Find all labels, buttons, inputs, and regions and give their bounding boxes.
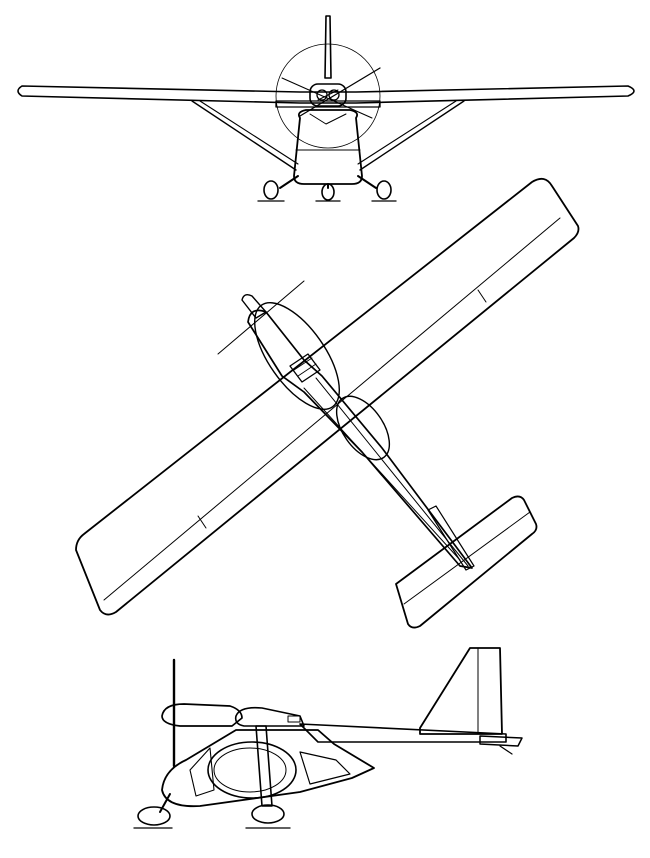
front-wing-strut bbox=[359, 100, 465, 171]
side-canopy-vent bbox=[287, 715, 301, 723]
front-windshield bbox=[309, 113, 347, 125]
front-wheel-left bbox=[263, 180, 279, 200]
front-view bbox=[17, 15, 635, 202]
front-gear-leg-right bbox=[357, 175, 377, 189]
side-cabin-panel bbox=[189, 747, 215, 797]
top-cockpit-frame bbox=[289, 353, 321, 383]
front-wheel-right bbox=[376, 180, 392, 200]
front-propeller-blade bbox=[281, 77, 373, 119]
top-cockpit-line bbox=[297, 363, 317, 377]
side-engine-pod bbox=[161, 703, 243, 727]
top-horizontal-tail bbox=[395, 495, 538, 629]
side-view bbox=[133, 647, 523, 829]
top-cockpit-line bbox=[293, 357, 313, 371]
top-propeller-line bbox=[217, 280, 305, 355]
side-wheel-main bbox=[251, 804, 285, 824]
side-window-inner bbox=[213, 747, 287, 793]
top-fin bbox=[427, 505, 475, 571]
side-tail-boom bbox=[299, 723, 507, 743]
front-vertical-fin bbox=[324, 15, 332, 79]
front-engine bbox=[309, 83, 347, 107]
top-wing bbox=[75, 177, 580, 616]
top-cabin-rear bbox=[335, 395, 391, 461]
top-wing-flap-divider bbox=[197, 515, 207, 529]
top-tail-boom bbox=[315, 377, 469, 567]
side-tail-skid bbox=[499, 745, 513, 755]
front-wing bbox=[17, 85, 635, 104]
top-view bbox=[75, 177, 580, 629]
top-engine-nose bbox=[241, 293, 267, 319]
front-wing-strut bbox=[357, 100, 457, 165]
front-gear-leg-left bbox=[279, 175, 299, 189]
top-cabin-outline bbox=[253, 302, 341, 410]
side-wing-strut bbox=[255, 725, 273, 807]
top-elevator-line bbox=[403, 511, 531, 605]
side-wing bbox=[234, 706, 305, 727]
front-wheel-nose bbox=[321, 183, 335, 201]
front-wing-strut bbox=[199, 100, 299, 165]
front-propeller-disc bbox=[275, 43, 381, 149]
top-wing-flap-line bbox=[103, 217, 561, 601]
front-cabin bbox=[293, 109, 363, 185]
side-cabin-panel bbox=[299, 751, 351, 785]
side-stabilizer bbox=[479, 735, 523, 747]
top-wing-flap-divider bbox=[477, 289, 487, 303]
top-tail-boom bbox=[303, 387, 461, 561]
side-window bbox=[207, 741, 297, 799]
side-nose-gear bbox=[159, 793, 171, 813]
front-wing-strut bbox=[191, 100, 297, 171]
side-vertical-tail bbox=[419, 647, 503, 735]
side-wheel-nose bbox=[137, 806, 171, 826]
side-fuselage bbox=[161, 729, 375, 808]
front-spinner bbox=[317, 89, 339, 101]
